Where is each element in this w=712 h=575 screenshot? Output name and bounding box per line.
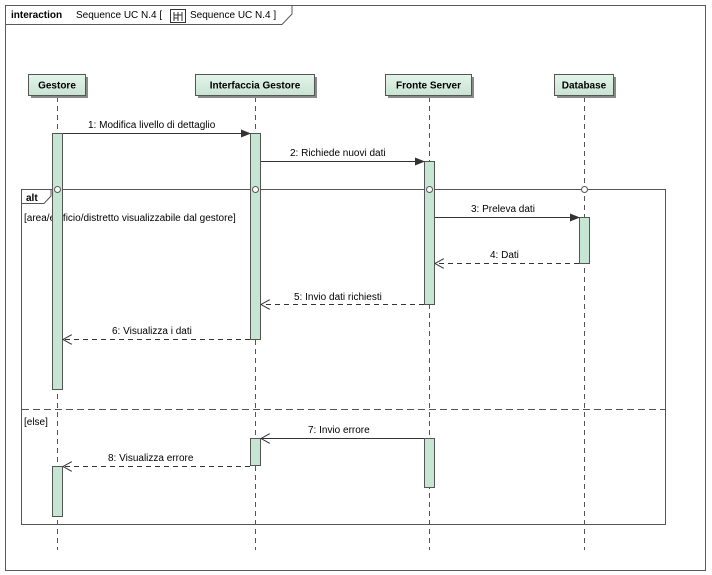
- message-2[interactable]: 2: Richiede nuovi dati: [261, 148, 425, 166]
- message-5-label: 5: Invio dati richiesti: [294, 292, 382, 303]
- lifeline-fronte-server-label: Fronte Server: [396, 81, 461, 92]
- message-1-label: 1: Modifica livello di dettaglio: [88, 120, 216, 131]
- activation-interfaccia-1: [250, 133, 261, 340]
- lifeline-gestore-label: Gestore: [38, 81, 76, 92]
- lifeline-interfaccia-gestore[interactable]: Interfaccia Gestore: [195, 74, 318, 99]
- message-6-label: 6: Visualizza i dati: [112, 326, 192, 337]
- activation-fronte-server-2: [424, 438, 435, 488]
- frame-tab: [5, 5, 293, 25]
- lifeline-database[interactable]: Database: [554, 74, 617, 99]
- alt-fragment-tab: [21, 189, 52, 204]
- activation-gestore-1: [52, 133, 63, 390]
- activation-database-1: [579, 217, 590, 264]
- message-8[interactable]: 8: Visualizza errore: [63, 453, 250, 467]
- activation-fronte-server-1: [424, 161, 435, 305]
- message-7[interactable]: 7: Invio errore: [261, 425, 424, 439]
- alt-operator: alt: [26, 193, 38, 204]
- message-2-label: 2: Richiede nuovi dati: [290, 148, 386, 159]
- lifeline-interfaccia-label: Interfaccia Gestore: [210, 81, 301, 92]
- alt-guard-1: [area/edificio/distretto visualizzabile …: [24, 213, 236, 224]
- message-4-label: 4: Dati: [490, 250, 519, 261]
- alt-guard-2: [else]: [24, 417, 48, 428]
- frame-title-ref: Sequence UC N.4 ]: [190, 10, 276, 21]
- frame-title: Sequence UC N.4 [: [76, 10, 162, 21]
- message-4[interactable]: 4: Dati: [435, 250, 579, 264]
- fragment-crossing-markers: [54, 186, 588, 193]
- frame-keyword: interaction: [11, 10, 62, 21]
- message-1[interactable]: 1: Modifica livello di dettaglio: [63, 120, 251, 138]
- lifeline-fronte-server[interactable]: Fronte Server: [385, 74, 475, 99]
- message-7-label: 7: Invio errore: [308, 425, 370, 436]
- message-3[interactable]: 3: Preleva dati: [435, 204, 580, 222]
- message-3-label: 3: Preleva dati: [471, 204, 535, 215]
- lifeline-gestore[interactable]: Gestore: [28, 74, 89, 99]
- message-5[interactable]: 5: Invio dati richiesti: [261, 292, 424, 305]
- lifeline-database-label: Database: [562, 81, 607, 92]
- message-8-label: 8: Visualizza errore: [108, 453, 194, 464]
- activation-gestore-2: [52, 466, 63, 517]
- activation-interfaccia-2: [250, 438, 261, 466]
- message-6[interactable]: 6: Visualizza i dati: [63, 326, 250, 340]
- interaction-frame: [5, 5, 706, 571]
- alt-fragment: [21, 189, 666, 525]
- sequence-diagram-icon: [170, 9, 186, 23]
